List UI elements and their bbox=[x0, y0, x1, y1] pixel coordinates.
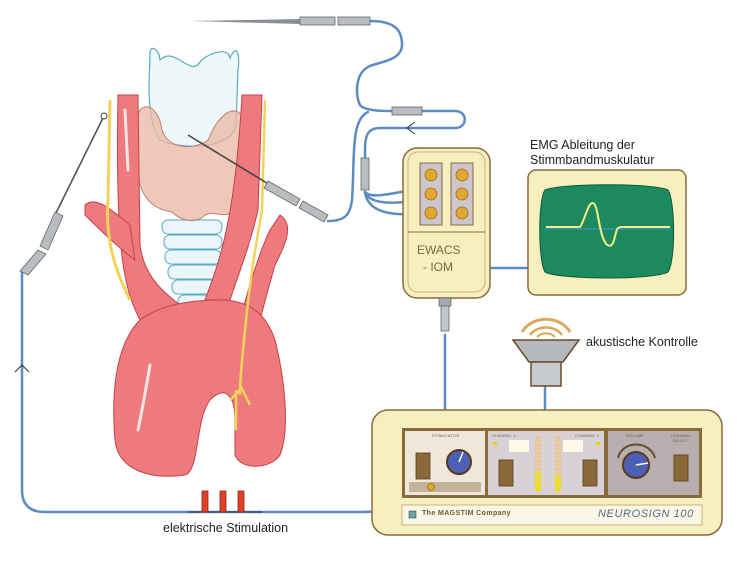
meter-segment bbox=[535, 468, 541, 472]
channel2-switch[interactable] bbox=[582, 459, 598, 487]
meter-segment bbox=[555, 460, 561, 464]
ewacs-subtitle: - IOM bbox=[423, 260, 453, 274]
ewacs-socket[interactable] bbox=[455, 206, 469, 220]
ewacs-socket[interactable] bbox=[424, 168, 438, 182]
arrow-up-icon bbox=[14, 364, 30, 373]
emg-monitor bbox=[527, 169, 687, 296]
volume-label: VOLUME bbox=[626, 433, 645, 438]
ewacs-socket[interactable] bbox=[455, 187, 469, 201]
meter-segment bbox=[555, 456, 561, 460]
meter-segment bbox=[535, 472, 541, 476]
meter-segment bbox=[535, 488, 541, 492]
monitor-screen bbox=[539, 184, 675, 279]
nerve-left bbox=[105, 99, 132, 301]
stimulation-pulses-icon bbox=[188, 490, 262, 513]
stimulation-label: elektrische Stimulation bbox=[163, 521, 289, 535]
tube-electrode bbox=[187, 134, 329, 223]
arrow-left-icon bbox=[406, 121, 416, 135]
artery-right bbox=[204, 94, 263, 301]
channel1-label: CHANNEL 1 bbox=[492, 433, 517, 438]
stimulation-probe bbox=[19, 112, 108, 276]
channel2-label: CHANNEL 2 bbox=[575, 433, 600, 438]
company-name: The MAGSTIM Company bbox=[422, 510, 511, 517]
stimulator-switch[interactable] bbox=[415, 452, 431, 480]
meter-segment bbox=[535, 448, 541, 452]
meter-segment bbox=[535, 444, 541, 448]
channel1-switch[interactable] bbox=[498, 459, 514, 487]
channel2-alert bbox=[563, 440, 583, 452]
meter-segment bbox=[535, 456, 541, 460]
meter-segment bbox=[555, 448, 561, 452]
neck-anatomy bbox=[84, 47, 289, 477]
meter-segment bbox=[555, 476, 561, 480]
meter-segment bbox=[555, 440, 561, 444]
meter-segment bbox=[555, 464, 561, 468]
meter-segment bbox=[555, 444, 561, 448]
meter-segment bbox=[535, 480, 541, 484]
meter-segment bbox=[535, 464, 541, 468]
nerve-right bbox=[229, 99, 267, 430]
channel1-level-meter bbox=[535, 436, 541, 492]
ewacs-socket[interactable] bbox=[424, 187, 438, 201]
label-strip bbox=[401, 504, 703, 526]
meter-segment bbox=[555, 488, 561, 492]
meter-segment bbox=[535, 460, 541, 464]
acoustic-label: akustische Kontrolle bbox=[586, 335, 698, 349]
emg-label-line1: EMG Ableitung der bbox=[530, 138, 635, 152]
artery-right-branch bbox=[239, 214, 289, 331]
meter-segment bbox=[555, 480, 561, 484]
meter-segment bbox=[535, 440, 541, 444]
probe-cable bbox=[326, 110, 370, 223]
channel-select-label: CHANNEL SELECT bbox=[670, 433, 692, 443]
channel-select-switch[interactable] bbox=[673, 454, 689, 482]
emg-label-line2: Stimmbandmuskulatur bbox=[530, 153, 655, 167]
meter-segment bbox=[535, 476, 541, 480]
emg-signal-trace bbox=[546, 202, 670, 247]
ewacs-title: EWACS bbox=[417, 243, 461, 257]
cable-loop bbox=[363, 109, 466, 170]
ewacs-socket[interactable] bbox=[424, 206, 438, 220]
needle-cable-top bbox=[355, 19, 404, 113]
meter-segment bbox=[555, 484, 561, 488]
stimulator-output-socket[interactable] bbox=[427, 483, 435, 491]
aortic-arch bbox=[113, 299, 286, 477]
vessel-highlight bbox=[123, 108, 152, 432]
ewacs-socket[interactable] bbox=[455, 168, 469, 182]
stimulator-label: STIMULATOR bbox=[432, 433, 460, 438]
neurosign-100-device bbox=[371, 409, 723, 536]
ewacs-iom-device bbox=[402, 147, 491, 332]
magstim-logo-icon bbox=[408, 510, 417, 519]
trachea bbox=[161, 219, 223, 310]
meter-segment bbox=[555, 452, 561, 456]
meter-segment bbox=[535, 484, 541, 488]
model-name: NEUROSIGN 100 bbox=[598, 508, 694, 520]
meter-segment bbox=[535, 436, 541, 440]
cable-connector-vertical bbox=[360, 157, 370, 191]
channel1-alert bbox=[509, 440, 529, 452]
channel2-level-meter bbox=[555, 436, 561, 492]
speaker-icon bbox=[511, 317, 581, 387]
needle-electrode-top bbox=[190, 16, 371, 26]
cable-connector bbox=[391, 106, 423, 116]
meter-segment bbox=[555, 436, 561, 440]
meter-segment bbox=[555, 472, 561, 476]
artery-left-branch bbox=[84, 201, 136, 262]
meter-segment bbox=[535, 452, 541, 456]
meter-segment bbox=[555, 468, 561, 472]
